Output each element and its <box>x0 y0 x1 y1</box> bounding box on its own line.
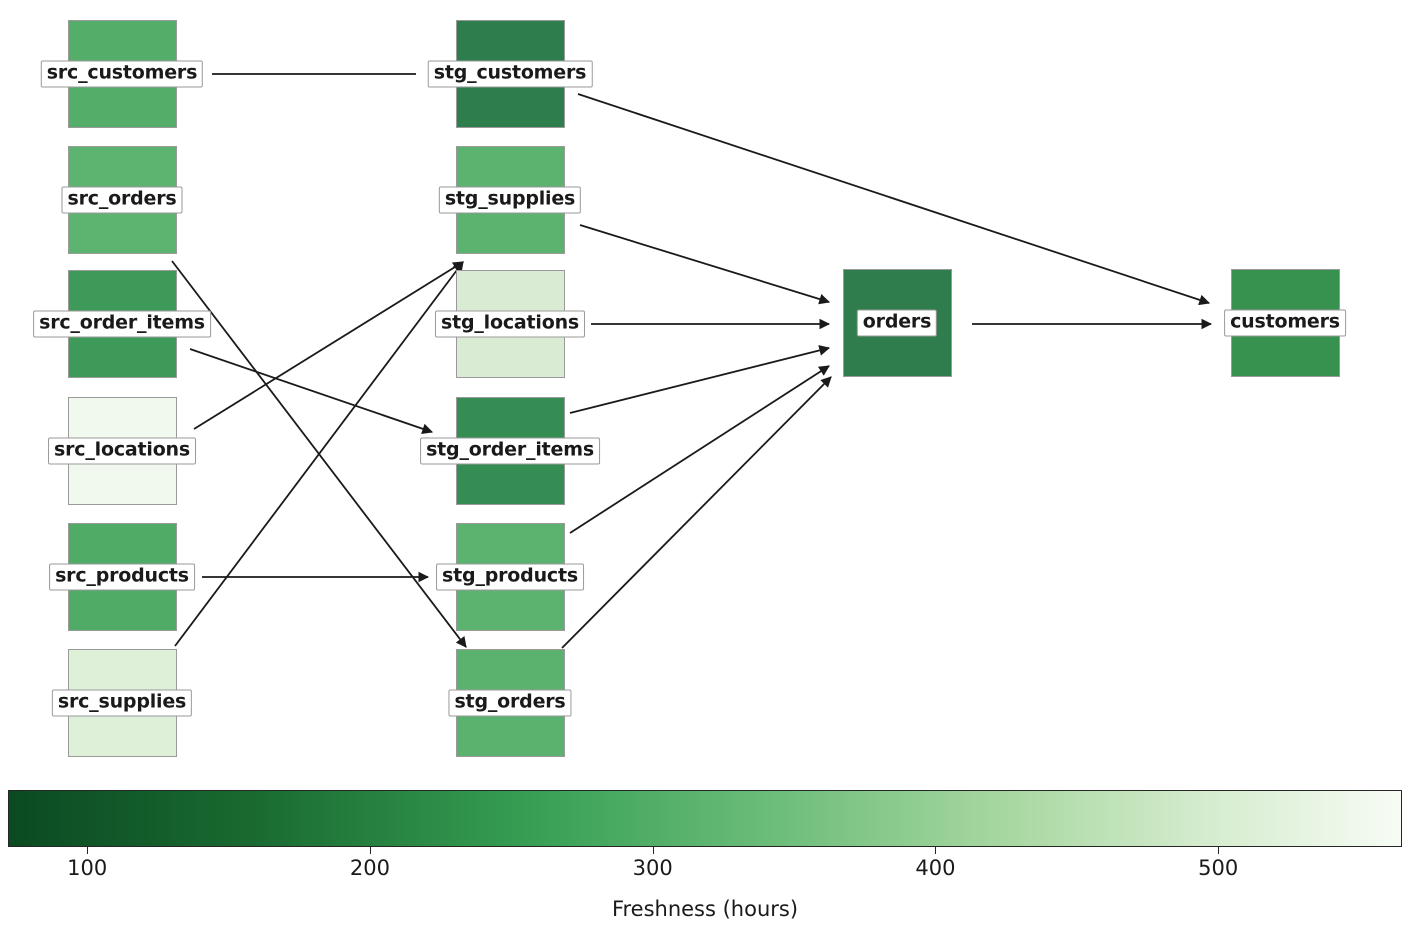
node-label-stg_supplies: stg_supplies <box>438 186 582 214</box>
colorbar-tick-label: 300 <box>632 856 673 880</box>
edge-layer <box>171 73 1213 649</box>
colorbar-section: 100 200 300 400 500 Freshness (hours) <box>0 780 1410 926</box>
node-label-src_products: src_products <box>49 563 195 591</box>
colorbar-tick-label: 200 <box>349 856 390 880</box>
edge-src_order_items-to-stg_order_items <box>189 348 434 434</box>
edge-stg_products-to-orders <box>569 365 830 534</box>
colorbar-tick-mark <box>87 847 89 854</box>
colorbar-tick-mark <box>652 847 654 854</box>
node-label-stg_products: stg_products <box>436 563 584 591</box>
node-label-stg_customers: stg_customers <box>427 60 593 88</box>
colorbar-axis-label: Freshness (hours) <box>611 897 799 921</box>
edges-group <box>171 73 1213 649</box>
edge-src_locations-to-stg_locations <box>193 261 464 430</box>
colorbar-tick-mark <box>935 847 937 854</box>
colorbar-tick-label: 400 <box>915 856 956 880</box>
edge-stg_orders-to-orders <box>561 376 832 649</box>
edge-stg_order_items-to-orders <box>569 345 831 414</box>
colorbar-ticks: 100 200 300 400 500 <box>0 847 1410 887</box>
colorbar-tick-label: 100 <box>67 856 108 880</box>
node-label-customers: customers <box>1224 309 1346 337</box>
node-label-stg_locations: stg_locations <box>434 310 586 338</box>
colorbar-tick-label: 500 <box>1198 856 1239 880</box>
node-label-src_order_items: src_order_items <box>33 310 211 338</box>
node-label-src_locations: src_locations <box>48 437 196 465</box>
node-label-stg_orders: stg_orders <box>448 689 572 717</box>
node-label-stg_order_items: stg_order_items <box>420 437 600 465</box>
colorbar-tick-mark <box>1218 847 1220 854</box>
node-label-src_customers: src_customers <box>40 60 204 88</box>
node-label-src_orders: src_orders <box>61 186 183 214</box>
node-label-src_supplies: src_supplies <box>51 689 193 717</box>
edge-stg_supplies-to-orders <box>579 224 831 305</box>
colorbar-tick-mark <box>369 847 371 854</box>
colorbar-gradient <box>8 790 1402 847</box>
node-label-orders: orders <box>856 309 938 337</box>
